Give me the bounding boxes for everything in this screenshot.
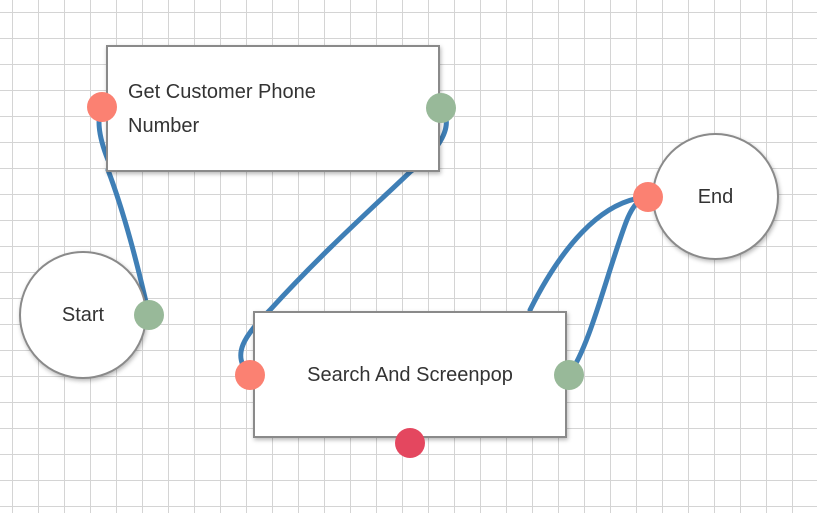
get-phone-input-port[interactable] (87, 92, 117, 122)
search-error-port[interactable] (395, 428, 425, 458)
end-node-label: End (697, 185, 734, 208)
end-input-port[interactable] (633, 182, 663, 212)
search-input-port[interactable] (235, 360, 265, 390)
search-and-screenpop-label: Search And Screenpop (307, 363, 513, 386)
end-node[interactable]: End (652, 133, 779, 260)
start-node[interactable]: Start (19, 251, 147, 379)
search-and-screenpop-node[interactable]: Search And Screenpop (253, 311, 567, 438)
get-phone-output-port[interactable] (426, 93, 456, 123)
get-customer-phone-number-node[interactable]: Get Customer Phone Number (106, 45, 440, 172)
start-node-label: Start (61, 304, 105, 326)
get-customer-phone-number-label: Get Customer Phone Number (128, 80, 316, 137)
start-output-port[interactable] (134, 300, 164, 330)
search-output-port[interactable] (554, 360, 584, 390)
